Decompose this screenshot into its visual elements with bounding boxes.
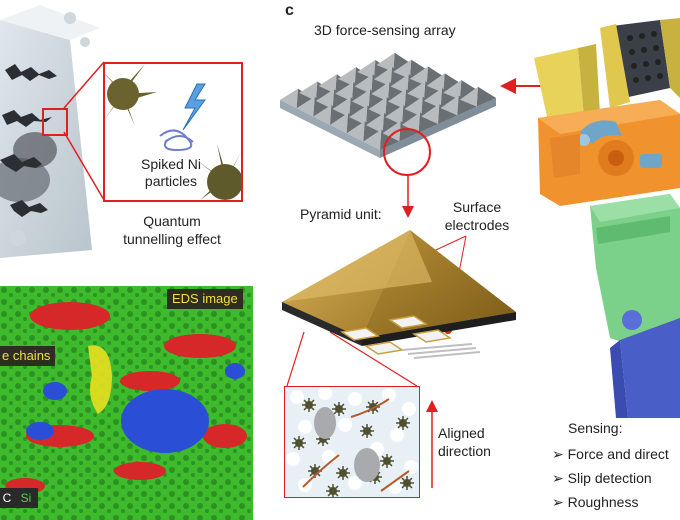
aligned-direction-label: Aligned direction (438, 425, 491, 459)
quantum-tunnelling-label: Quantum tunnelling effect (123, 213, 221, 247)
element-c-label: C (0, 488, 14, 508)
sensing-item-roughness: ➢ Roughness (552, 494, 639, 510)
sensing-item-slip: ➢ Slip detection (552, 470, 652, 486)
robot-gripper-illustration (520, 18, 680, 418)
pyramid-unit-illustration (282, 224, 522, 364)
spiked-ni-inset: Spiked Ni particles (103, 62, 243, 202)
zoom-box-small (42, 108, 68, 136)
surface-electrodes-label: Surface electrodes (444, 199, 510, 233)
pyramid-highlight-circle (383, 128, 431, 176)
spiked-ni-label: Spiked Ni particles (141, 156, 201, 189)
chains-label: e chains (0, 346, 56, 366)
pyramid-unit-label: Pyramid unit: (300, 206, 382, 222)
arrow-bullet-icon: ➢ (552, 470, 568, 486)
sensing-item-force: ➢ Force and direct (552, 446, 669, 462)
arrow-bullet-icon: ➢ (552, 494, 568, 510)
element-si-label: Si (14, 488, 38, 508)
eds-image-label: EDS image (167, 289, 243, 309)
cross-section-inset (284, 386, 420, 498)
arrow-bullet-icon: ➢ (552, 446, 568, 462)
sensing-title: Sensing: (568, 420, 623, 436)
sensing-list: ➢ Force and direct ➢ Slip detection ➢ Ro… (552, 442, 680, 514)
array-title: 3D force-sensing array (314, 22, 456, 38)
panel-letter: c (285, 2, 294, 19)
eds-image (0, 286, 253, 520)
